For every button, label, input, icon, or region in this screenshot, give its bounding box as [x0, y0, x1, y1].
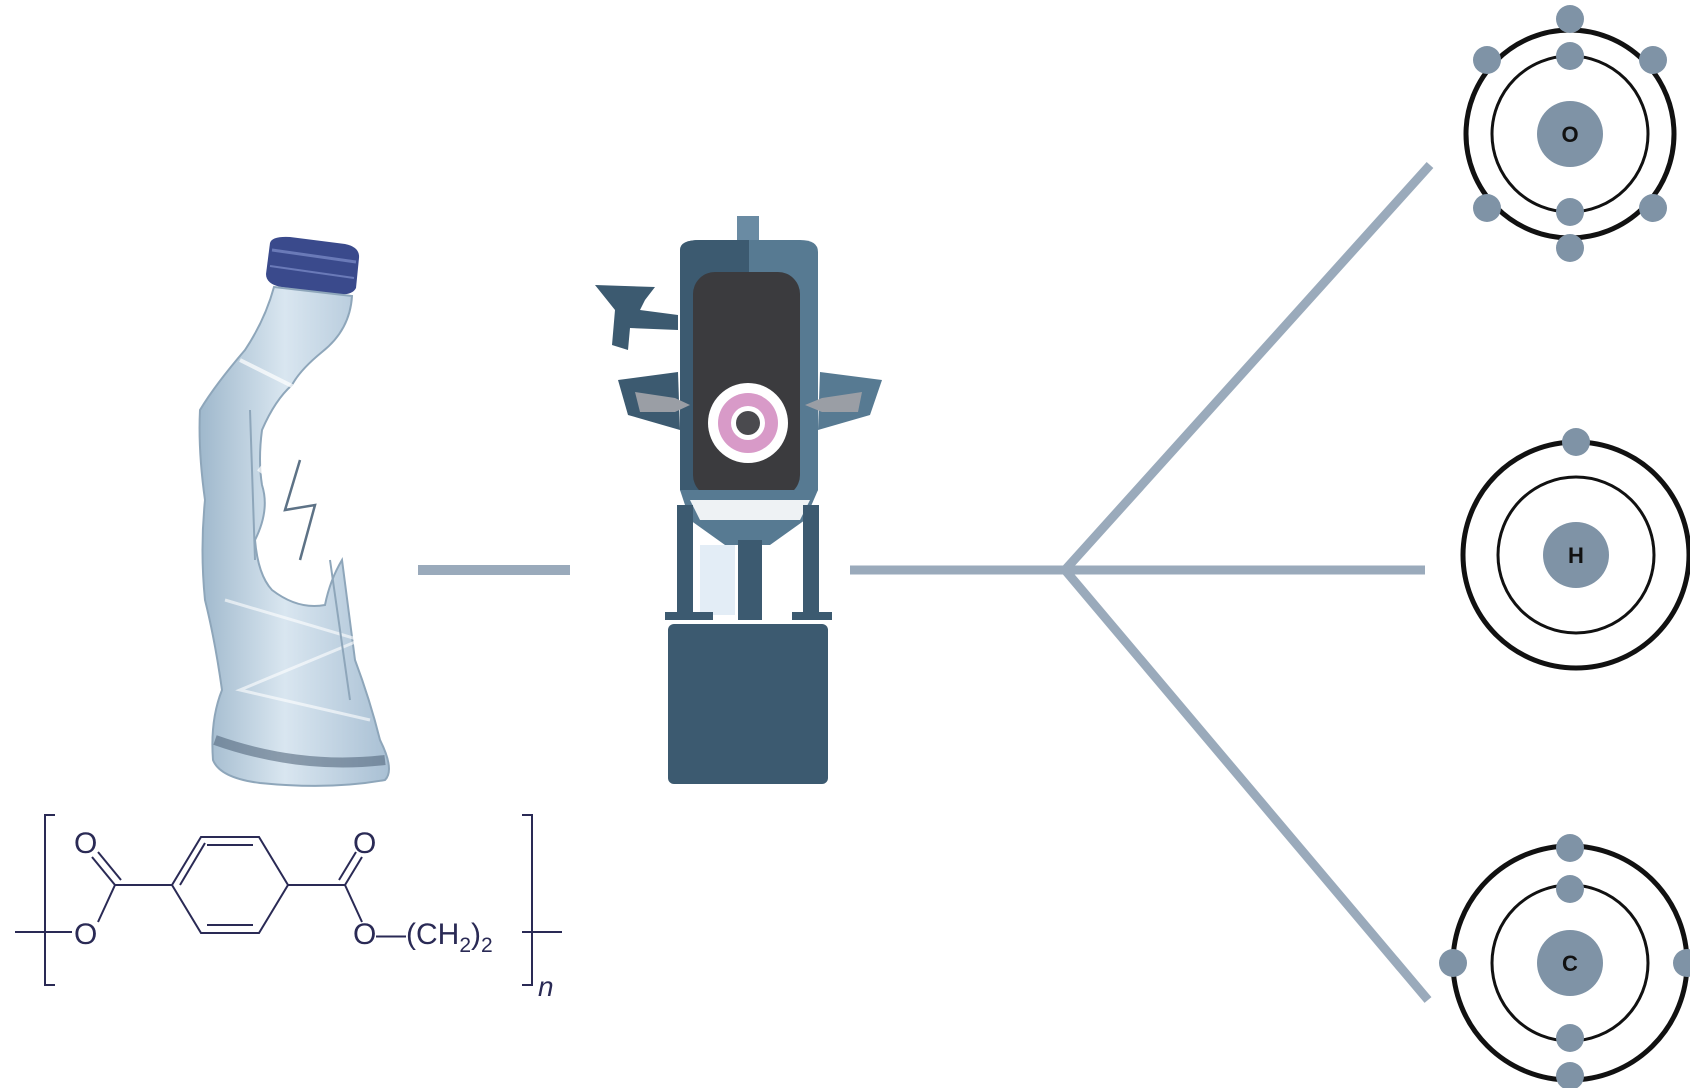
oxygen-nucleus — [1537, 101, 1603, 167]
electron — [1639, 194, 1667, 222]
electron — [1673, 949, 1690, 977]
electron — [1473, 46, 1501, 74]
left-carbonyl-oxygen-label: O — [74, 827, 97, 860]
right-carbonyl-oxygen-label: O — [353, 827, 376, 860]
electron — [1439, 949, 1467, 977]
pet-formula-labels: O O O O —(CH2)2 n — [74, 827, 554, 1002]
branch-connector — [850, 161, 1434, 1003]
electron — [1556, 834, 1584, 862]
left-ester-oxygen-label: O — [74, 918, 97, 951]
right-ester-oxygen-label: O — [353, 918, 376, 951]
hydrogen-atom: H — [1460, 428, 1690, 671]
electron — [1556, 1024, 1584, 1052]
electron — [1556, 198, 1584, 226]
carbon-nucleus — [1537, 930, 1603, 996]
pet-structural-formula — [15, 814, 562, 986]
electron — [1556, 875, 1584, 903]
carbon-symbol: C — [1562, 951, 1578, 976]
oxygen-atom: O — [1463, 5, 1677, 262]
plasma-reactor-icon — [595, 216, 882, 784]
electron — [1556, 1062, 1584, 1088]
electron — [1562, 428, 1590, 456]
repeat-unit-n-label: n — [538, 971, 554, 1002]
electron — [1556, 234, 1584, 262]
left-bracket — [44, 814, 55, 986]
right-bracket — [522, 814, 533, 986]
crushed-plastic-bottle-icon — [198, 236, 390, 787]
chain-group-label: —(CH2)2 — [376, 918, 493, 957]
electron — [1473, 194, 1501, 222]
hydrogen-symbol: H — [1568, 543, 1584, 568]
branch-to-oxygen — [1061, 161, 1434, 574]
carbon-atom: C — [1439, 834, 1690, 1088]
oxygen-symbol: O — [1561, 122, 1578, 147]
hydrogen-nucleus — [1543, 522, 1609, 588]
electron — [1556, 5, 1584, 33]
electron — [1639, 46, 1667, 74]
branch-to-carbon — [1061, 567, 1432, 1003]
electron — [1556, 42, 1584, 70]
